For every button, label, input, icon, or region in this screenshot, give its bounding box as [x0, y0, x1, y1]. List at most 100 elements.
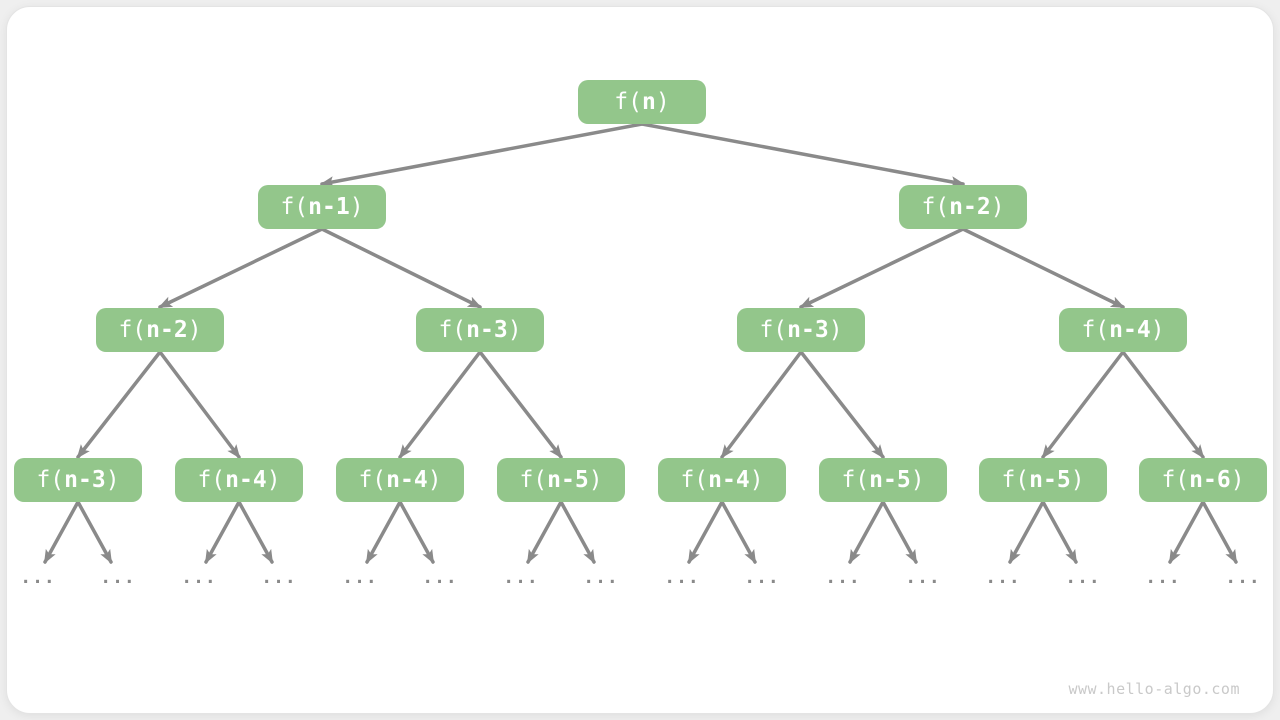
tree-node-l4-5: f(n-4)	[658, 458, 786, 502]
node-label-var: n-4	[708, 466, 750, 493]
tree-edge	[158, 350, 241, 459]
ellipsis: ...	[261, 567, 297, 588]
node-label-var: n-5	[869, 466, 911, 493]
ellipsis: ...	[664, 567, 700, 588]
tree-edge	[720, 350, 803, 459]
node-label-var: n	[641, 88, 656, 115]
ellipsis: ...	[744, 567, 780, 588]
node-label-var: n-2	[949, 193, 991, 220]
tree-node-l1-1: f(n)	[578, 80, 706, 124]
node-label-prefix: f(	[1081, 316, 1110, 343]
node-label-var: n-3	[466, 316, 508, 343]
tree-edge	[76, 350, 162, 459]
tree-edge	[320, 227, 482, 309]
tree-node-l3-4: f(n-4)	[1059, 308, 1187, 352]
watermark: www.hello-algo.com	[1068, 680, 1240, 698]
node-label-prefix: f(	[680, 466, 709, 493]
node-label-suffix: )	[266, 466, 281, 493]
tree-edge	[478, 350, 563, 459]
node-label-prefix: f(	[438, 316, 467, 343]
tree-edge	[398, 350, 482, 459]
node-label-suffix: )	[990, 193, 1005, 220]
ellipsis: ...	[181, 567, 217, 588]
node-label-prefix: f(	[759, 316, 788, 343]
tree-node-l2-2: f(n-2)	[899, 185, 1027, 229]
node-label-prefix: f(	[841, 466, 870, 493]
ellipsis: ...	[20, 567, 56, 588]
tree-edge	[848, 500, 885, 564]
tree-edge	[799, 350, 885, 459]
tree-edge	[398, 500, 435, 564]
tree-node-l4-4: f(n-5)	[497, 458, 625, 502]
node-label-var: n-3	[64, 466, 106, 493]
tree-node-l3-1: f(n-2)	[96, 308, 224, 352]
tree-edge	[76, 500, 113, 564]
node-label-var: n-3	[787, 316, 829, 343]
tree-edge	[1041, 500, 1078, 564]
tree-node-l3-2: f(n-3)	[416, 308, 544, 352]
tree-edge	[319, 122, 644, 188]
node-label-var: n-4	[386, 466, 428, 493]
ellipsis: ...	[825, 567, 861, 588]
tree-node-l4-2: f(n-4)	[175, 458, 303, 502]
node-label-prefix: f(	[118, 316, 147, 343]
tree-edge	[1201, 500, 1238, 564]
tree-node-l4-6: f(n-5)	[819, 458, 947, 502]
tree-node-l4-8: f(n-6)	[1139, 458, 1267, 502]
tree-edge	[158, 227, 324, 309]
node-label-suffix: )	[910, 466, 925, 493]
tree-edge	[559, 500, 596, 564]
node-label-suffix: )	[1070, 466, 1085, 493]
tree-edge	[799, 227, 965, 309]
node-label-prefix: f(	[36, 466, 65, 493]
node-label-suffix: )	[1230, 466, 1245, 493]
ellipsis: ...	[1225, 567, 1261, 588]
tree-edge	[1041, 350, 1125, 459]
tree-edge	[365, 500, 402, 564]
node-label-prefix: f(	[1001, 466, 1030, 493]
node-label-var: n-5	[547, 466, 589, 493]
ellipsis: ...	[985, 567, 1021, 588]
tree-edge	[1121, 350, 1205, 459]
ellipsis: ...	[905, 567, 941, 588]
tree-edge	[204, 500, 241, 564]
tree-node-l3-3: f(n-3)	[737, 308, 865, 352]
tree-edge	[961, 227, 1125, 309]
ellipsis: ...	[503, 567, 539, 588]
tree-node-l2-1: f(n-1)	[258, 185, 386, 229]
tree-edge	[881, 500, 918, 564]
node-label-suffix: )	[507, 316, 522, 343]
ellipsis: ...	[1145, 567, 1181, 588]
node-label-var: n-2	[146, 316, 188, 343]
node-label-suffix: )	[105, 466, 120, 493]
node-label-prefix: f(	[614, 88, 642, 115]
node-label-suffix: )	[349, 193, 364, 220]
node-label-prefix: f(	[921, 193, 950, 220]
node-label-prefix: f(	[197, 466, 226, 493]
node-label-prefix: f(	[1161, 466, 1190, 493]
tree-edge	[1168, 500, 1205, 564]
node-label-prefix: f(	[358, 466, 387, 493]
node-label-suffix: )	[588, 466, 603, 493]
tree-edge	[43, 500, 80, 564]
tree-node-l4-7: f(n-5)	[979, 458, 1107, 502]
tree-edge	[237, 500, 274, 564]
node-label-var: n-4	[1109, 316, 1151, 343]
node-label-var: n-6	[1189, 466, 1231, 493]
node-label-suffix: )	[749, 466, 764, 493]
tree-edge	[687, 500, 724, 564]
node-label-prefix: f(	[519, 466, 548, 493]
ellipsis: ...	[422, 567, 458, 588]
node-label-var: n-4	[225, 466, 267, 493]
tree-edge	[526, 500, 563, 564]
node-label-var: n-1	[308, 193, 350, 220]
ellipsis: ...	[583, 567, 619, 588]
node-label-suffix: )	[655, 88, 670, 115]
ellipsis: ...	[100, 567, 136, 588]
node-label-suffix: )	[1150, 316, 1165, 343]
tree-edge	[720, 500, 757, 564]
tree-edge	[1008, 500, 1045, 564]
node-label-suffix: )	[187, 316, 202, 343]
